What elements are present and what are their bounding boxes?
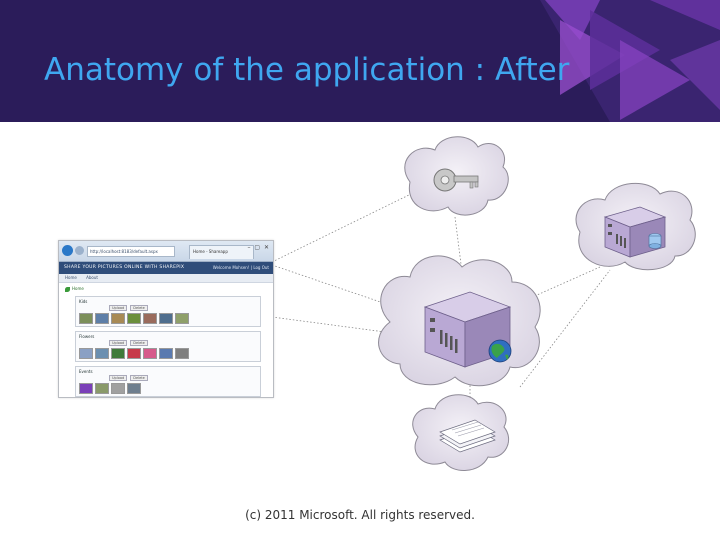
photo-thumbnail[interactable] [111, 383, 125, 394]
photo-thumbnail[interactable] [175, 348, 189, 359]
nav-item-about[interactable]: About [86, 275, 98, 280]
back-icon[interactable] [62, 245, 73, 256]
browser-tab[interactable]: Home - Shareapp [189, 245, 254, 259]
forward-icon[interactable] [75, 246, 84, 255]
site-title: SHARE YOUR PICTURES ONLINE WITH SHAREPIX [64, 265, 184, 270]
photo-thumbnail[interactable] [95, 348, 109, 359]
upload-button[interactable]: Upload [109, 305, 127, 311]
database-server-icon [605, 207, 665, 257]
photo-thumbnail[interactable] [95, 383, 109, 394]
home-label-text: Home [72, 286, 84, 291]
photo-thumbnail[interactable] [111, 348, 125, 359]
browser-chrome: http://localhost:8183/default.aspx Home … [59, 241, 273, 262]
delete-button[interactable]: Delete [130, 305, 148, 311]
key-cloud [405, 137, 509, 215]
database-server-cloud [576, 183, 695, 269]
photo-thumbnail[interactable] [159, 313, 173, 324]
documents-cloud [413, 395, 509, 471]
web-server-globe-icon [425, 292, 511, 367]
user-greeting[interactable]: Welcome Mohsen! | Log Out [213, 265, 269, 270]
photo-thumbnail[interactable] [159, 348, 173, 359]
photo-thumbnail[interactable] [175, 313, 189, 324]
slide-footer: (c) 2011 Microsoft. All rights reserved. [0, 508, 720, 522]
photo-thumbnail[interactable] [127, 383, 141, 394]
photo-thumbnail[interactable] [127, 348, 141, 359]
browser-client: http://localhost:8183/default.aspx Home … [58, 240, 274, 398]
delete-button[interactable]: Delete [130, 340, 148, 346]
thumbnail-row [79, 348, 257, 359]
album-title: Flowers [79, 334, 257, 339]
nav-item-home[interactable]: Home [65, 275, 77, 280]
window-controls[interactable]: – ▢ ✕ [247, 244, 270, 251]
album-title: Kids [79, 299, 257, 304]
site-banner: SHARE YOUR PICTURES ONLINE WITH SHAREPIX… [59, 262, 273, 274]
connector-webserver-to-browser [272, 317, 385, 332]
delete-button[interactable]: Delete [130, 375, 148, 381]
photo-thumbnail[interactable] [111, 313, 125, 324]
slide-title: Anatomy of the application : After [44, 52, 569, 88]
photo-thumbnail[interactable] [143, 313, 157, 324]
connector-browser-to-webserver [272, 265, 395, 307]
album-title: Events [79, 369, 257, 374]
web-server-cloud [379, 256, 541, 386]
upload-button[interactable]: Upload [109, 375, 127, 381]
thumbnail-row [79, 383, 257, 394]
photo-thumbnail[interactable] [127, 313, 141, 324]
thumbnail-row [79, 313, 257, 324]
upload-button[interactable]: Upload [109, 340, 127, 346]
photo-thumbnail[interactable] [79, 348, 93, 359]
photo-thumbnail[interactable] [143, 348, 157, 359]
photo-thumbnail[interactable] [79, 383, 93, 394]
home-label: Home [65, 286, 267, 292]
photo-thumbnail[interactable] [79, 313, 93, 324]
connector-browser-to-key [272, 192, 415, 262]
leaf-icon [65, 287, 70, 292]
site-nav: Home About [59, 274, 273, 283]
address-bar[interactable]: http://localhost:8183/default.aspx [87, 246, 175, 257]
slide-header: Anatomy of the application : After [0, 0, 720, 122]
photo-thumbnail[interactable] [95, 313, 109, 324]
